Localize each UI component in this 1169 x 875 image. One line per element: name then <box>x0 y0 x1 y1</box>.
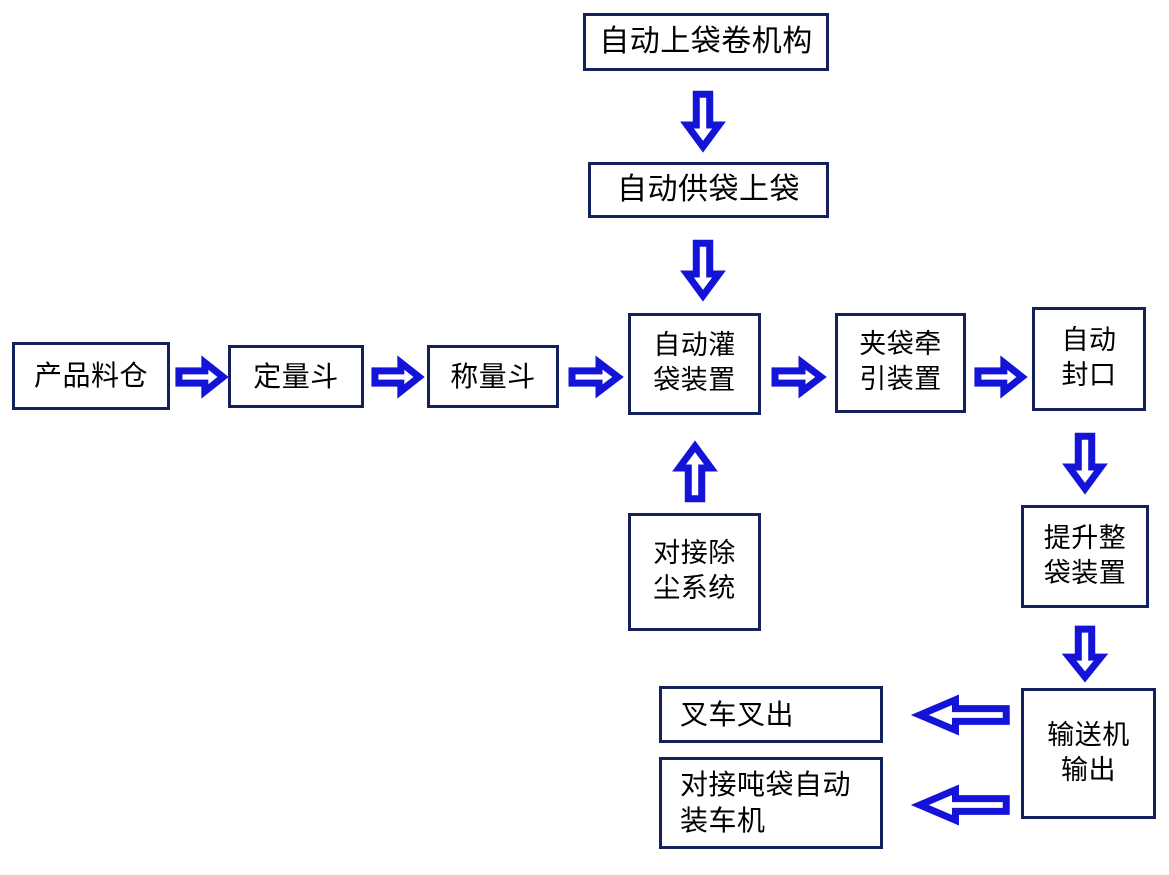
arrow-silo-to-dosing-icon <box>177 358 225 396</box>
arrow-conveyor-to-loader-icon <box>916 785 1010 825</box>
node-weighing-hopper[interactable]: 称量斗 <box>427 345 559 408</box>
arrow-roll-to-feed-icon <box>682 92 724 149</box>
node-lift-bag-shaping[interactable]: 提升整 袋装置 <box>1021 505 1149 608</box>
arrow-sealing-to-lift-icon <box>1064 434 1106 491</box>
node-ton-bag-loader[interactable]: 对接吨袋自动 装车机 <box>659 757 883 849</box>
arrow-clamp-to-sealing-icon <box>976 358 1024 396</box>
node-auto-bag-feed[interactable]: 自动供袋上袋 <box>588 162 829 218</box>
arrow-weighing-to-filling-icon <box>570 358 620 396</box>
arrow-dust-to-filling-icon <box>674 444 716 501</box>
arrow-filling-to-clamp-icon <box>773 358 823 396</box>
node-product-silo[interactable]: 产品料仓 <box>12 342 170 410</box>
arrow-conveyor-to-forklift-icon <box>916 695 1010 735</box>
node-auto-bag-filling[interactable]: 自动灌 袋装置 <box>628 313 761 415</box>
arrow-lift-to-conveyor-icon <box>1064 627 1106 679</box>
node-dosing-hopper[interactable]: 定量斗 <box>228 345 364 408</box>
node-bag-clamp-pull[interactable]: 夹袋牵 引装置 <box>835 313 966 413</box>
node-auto-sealing[interactable]: 自动 封口 <box>1032 307 1146 411</box>
node-auto-bag-roll[interactable]: 自动上袋卷机构 <box>583 13 829 71</box>
arrow-dosing-to-weighing-icon <box>373 358 421 396</box>
node-dust-removal[interactable]: 对接除 尘系统 <box>628 513 761 631</box>
arrow-feed-to-filling-icon <box>682 241 724 298</box>
node-forklift-out[interactable]: 叉车叉出 <box>659 686 883 743</box>
node-conveyor-output[interactable]: 输送机 输出 <box>1021 688 1156 819</box>
